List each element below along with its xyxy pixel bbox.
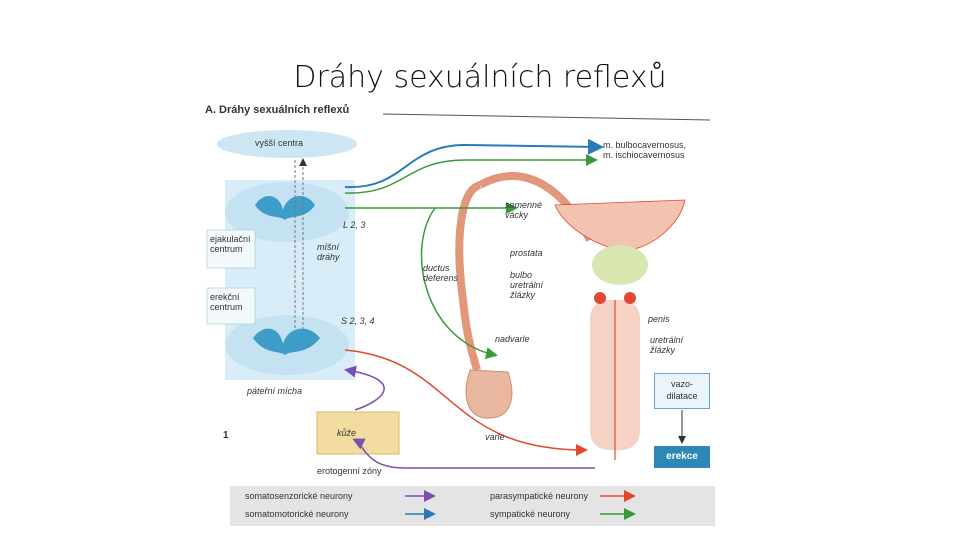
label-testis: varle — [485, 432, 505, 442]
legend-label-parasympathetic: parasympatické neurony — [490, 491, 589, 501]
parasympathetic-path — [344, 349, 588, 456]
heading-rule — [382, 113, 711, 121]
bulbourethral-gland-right — [624, 292, 636, 304]
prostate-shape — [592, 245, 648, 285]
label-prostate: prostata — [510, 248, 543, 258]
ductus-deferens-shape — [455, 181, 482, 372]
legend-label-sympathetic: sympatické neurony — [490, 509, 571, 519]
label-l23: L 2, 3 — [343, 220, 366, 230]
erection-center-box — [206, 287, 256, 325]
label-higher-centers: vyšší centra — [255, 138, 304, 148]
skin-block — [316, 411, 400, 455]
label-seminal-vesicles: semenné vácky — [505, 200, 543, 220]
sympathetic-path-1 — [344, 154, 598, 194]
label-s234: S 2, 3, 4 — [341, 316, 375, 326]
figure-number: 1 — [223, 430, 229, 441]
higher-centers-ellipse — [217, 130, 357, 158]
somatosensory-path-2 — [344, 365, 385, 411]
label-muscles: m. bulbocavernosus, m. ischiocavernosus — [603, 140, 687, 160]
lumbar-grey-matter — [255, 195, 315, 220]
label-penis: penis — [648, 314, 670, 324]
bulbourethral-gland-left — [594, 292, 606, 304]
legend-label-somatomotor: somatomotorické neurony — [245, 509, 349, 519]
erection-badge: erekce — [654, 446, 710, 468]
label-urethral-glands: uretrální žlázky — [650, 335, 684, 355]
label-erogenous-zones: erotogenní zóny — [317, 466, 382, 476]
figure-heading: A. Dráhy sexuálních reflexů — [205, 104, 350, 116]
label-ejaculation-center: ejakulační centrum — [210, 234, 251, 254]
vasodilation-box: vazo- dilatace — [654, 373, 710, 409]
somatomotor-path — [344, 138, 604, 189]
label-spinal-tracts: míšní dráhy — [317, 242, 340, 262]
sacral-grey-matter — [253, 328, 320, 355]
slide-title: Dráhy sexuálních reflexů — [293, 60, 667, 95]
testis-shape — [465, 369, 513, 419]
ejaculation-center-box — [206, 229, 256, 269]
sympathetic-path-3 — [420, 207, 498, 359]
label-spinal-cord: páteřní mícha — [247, 386, 303, 396]
legend-label-somatosensory: somatosenzorické neurony — [245, 491, 353, 501]
label-epididymis: nadvarle — [495, 334, 530, 344]
label-skin: kůže — [337, 428, 357, 438]
label-bulbourethral: bulbo uretrální žlázky — [510, 270, 544, 300]
label-ductus-deferens: ductus deferens — [423, 263, 459, 283]
figure-graphics — [206, 113, 711, 520]
label-erection-center: erekční centrum — [210, 292, 243, 312]
reflex-pathways-figure: A. Dráhy sexuálních reflexů 1 vyšší cent… — [205, 100, 715, 530]
bladder-shape — [554, 199, 686, 251]
somatosensory-path-1 — [352, 438, 595, 469]
